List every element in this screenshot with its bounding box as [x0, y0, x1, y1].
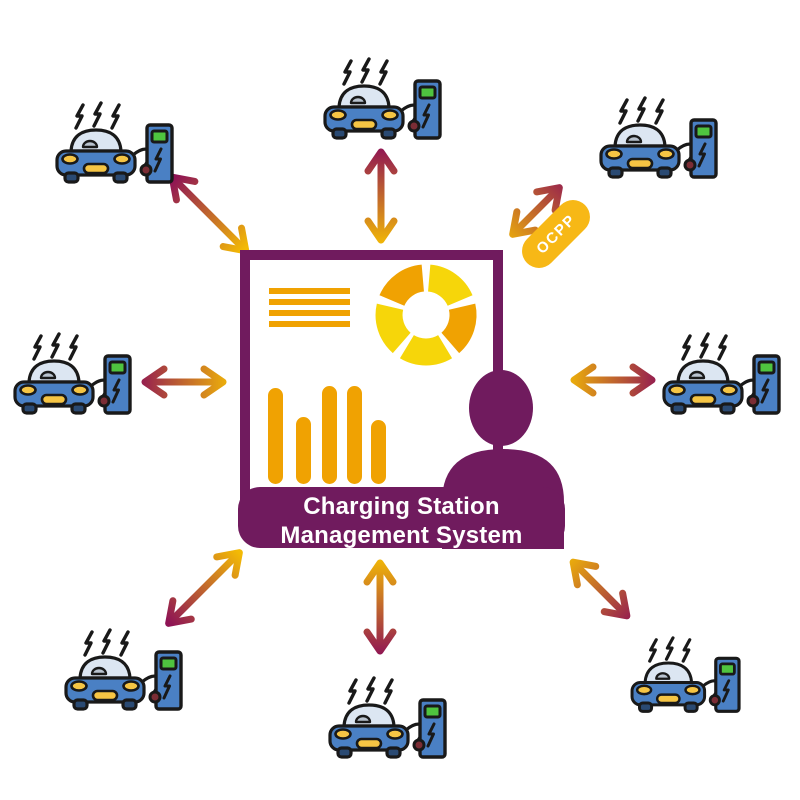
bar [322, 386, 337, 484]
bar-chart-icon [268, 386, 386, 484]
arrow-right-icon [570, 363, 656, 397]
bar [296, 417, 311, 484]
arrow-left-icon [141, 365, 227, 399]
arrow-top-left-icon [168, 173, 250, 255]
ev-charging-station-icon-bottom [328, 676, 447, 759]
ev-charging-station-icon-bottom-left [64, 628, 183, 711]
bar [347, 386, 362, 484]
title-banner [238, 487, 565, 548]
ev-charging-station-icon-right [662, 332, 781, 415]
donut-chart-icon [375, 264, 477, 366]
bar [371, 420, 386, 484]
bar [268, 388, 283, 484]
arrow-bottom-left-icon [165, 549, 243, 627]
arrow-top-right-icon [509, 184, 563, 238]
ev-charging-station-icon-top-left [55, 101, 174, 184]
arrow-bottom-icon [363, 559, 397, 655]
text-lines-icon [269, 288, 350, 327]
ev-charging-station-icon-left [13, 332, 132, 415]
ev-charging-station-icon-bottom-right [630, 636, 741, 713]
ev-charging-station-icon-top [323, 57, 442, 140]
ev-charging-station-icon-top-right [599, 96, 718, 179]
arrow-bottom-right-icon [569, 558, 631, 620]
arrow-top-icon [364, 148, 398, 244]
